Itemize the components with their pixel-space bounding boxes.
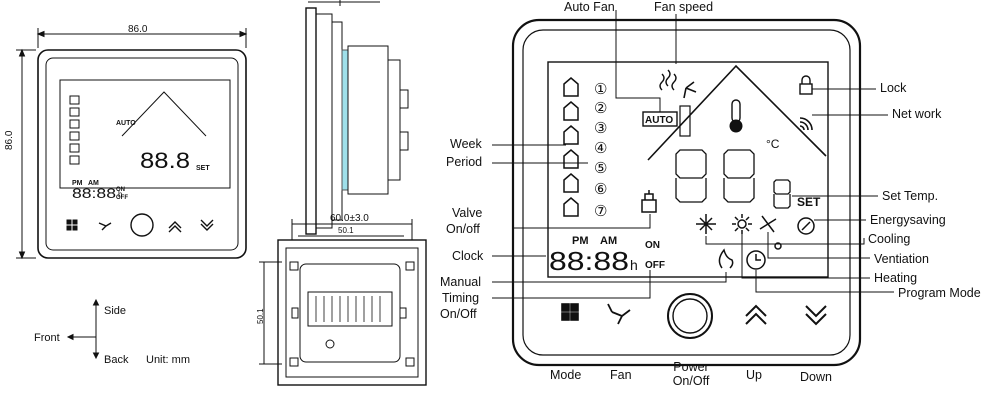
unit-label: Unit: mm [146,354,190,366]
period-2: ② [594,100,607,117]
off-indicator: OFF [645,260,665,271]
back-view [259,219,427,386]
small-on-indicator: ON [116,187,125,193]
period-1: ① [594,81,607,98]
side-label: Side [104,305,127,317]
callout-set-temp: Set Temp. [882,189,939,203]
callout-up: Up [746,368,762,382]
callout-power-onoff: On/Off [672,374,710,388]
callout-mode: Mode [550,368,582,382]
height-dimension [16,48,36,260]
callout-period: Period [446,155,483,169]
period-7: ⑦ [594,203,607,220]
am-indicator: AM [600,235,617,247]
back-inner-label: 50.1 [338,226,354,235]
callout-ventilation: Ventiation [874,252,929,266]
small-auto-indicator: AUTO [116,120,136,127]
period-3: ③ [594,120,607,137]
callout-program-mode: Program Mode [898,286,981,300]
callout-valve-onoff: On/off [446,222,480,236]
small-temp-digits: 88.8 [140,148,190,173]
callout-fan-speed: Fan speed [654,0,714,14]
callout-cooling: Cooling [868,232,911,246]
back-height-label: 50.1 [256,308,265,324]
button-row [561,293,827,339]
small-set-indicator: SET [196,165,210,172]
callout-manual: Manual [440,275,481,289]
back-width-label: 60.0±3.0 [330,213,369,224]
callout-down: Down [800,370,832,384]
period-4: ④ [594,140,607,157]
temp-digit-segments [675,149,791,209]
set-indicator: SET [797,195,821,209]
callout-clock: Clock [452,249,484,263]
small-pm-indicator: PM [72,180,83,187]
week-houses [563,77,579,217]
small-hour-indicator: h [118,190,122,199]
callout-week: Week [450,137,482,151]
width-dimension [36,28,248,48]
main-front-view [511,18,862,367]
pm-indicator: PM [572,235,589,247]
height-dimension-label: 86.0 [4,130,15,150]
callout-timing-onoff: On/Off [440,307,477,321]
callout-auto-fan: Auto Fan [564,0,615,14]
callout-network: Net work [892,107,942,121]
hour-indicator: h [630,257,638,273]
callout-heating: Heating [874,271,918,285]
callout-valve: Valve [452,206,483,220]
period-5: ⑤ [594,160,607,177]
on-indicator: ON [645,240,660,251]
period-6: ⑥ [594,181,607,198]
callout-timing: Timing [442,291,480,305]
callout-fan: Fan [610,368,632,382]
side-view [305,0,409,235]
clock-digits: 88:88 [549,246,629,276]
mode-icons [696,214,815,270]
small-clock-digits: 88:88 [72,185,116,201]
celsius-indicator: °C [766,137,780,151]
front-label: Front [34,332,60,344]
callout-lines [492,10,894,299]
small-am-indicator: AM [88,180,99,187]
callout-energysaving: Energysaving [870,213,946,227]
small-off-indicator: OFF [116,195,128,201]
back-label: Back [104,354,129,366]
auto-indicator: AUTO [645,115,673,126]
callout-lock: Lock [880,81,907,95]
callout-power: Power [673,360,709,374]
front-view-small [37,49,247,259]
orientation-arrows [66,298,100,360]
width-dimension-label: 86.0 [128,24,148,35]
